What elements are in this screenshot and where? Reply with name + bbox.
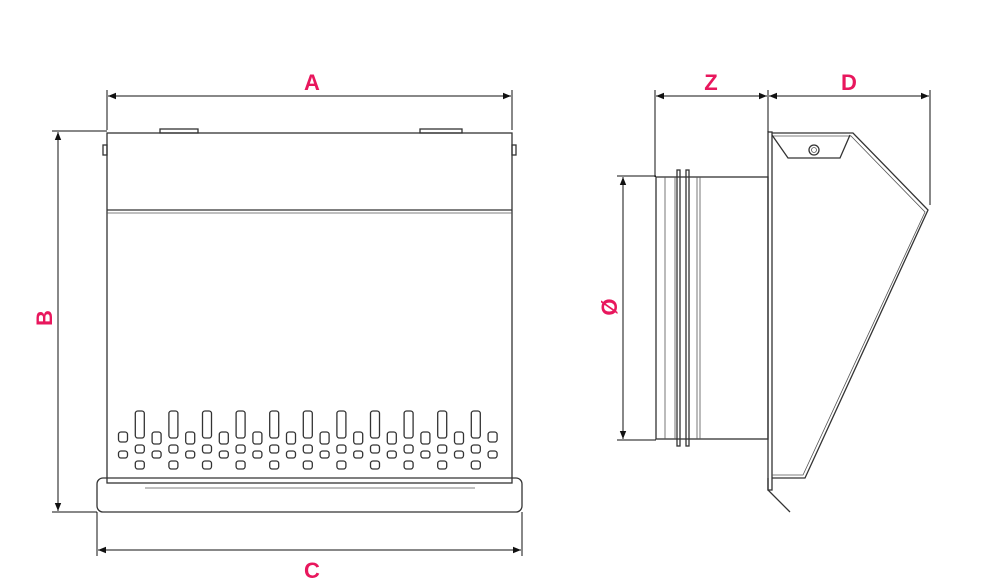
vent-slot bbox=[487, 450, 498, 459]
vent-slot bbox=[235, 444, 246, 454]
vent-slot bbox=[386, 450, 397, 459]
vent-slot bbox=[470, 444, 481, 454]
vent-slot bbox=[470, 410, 481, 439]
vent-slot bbox=[453, 450, 465, 459]
vent-slot bbox=[403, 460, 414, 470]
vent-slot bbox=[252, 431, 263, 445]
side-clip-left bbox=[102, 144, 108, 156]
vent-slot bbox=[235, 460, 246, 470]
top-tab-right bbox=[419, 128, 463, 134]
vent-slot bbox=[319, 431, 330, 445]
bottom-flap bbox=[767, 478, 791, 513]
top-tab-left bbox=[159, 128, 199, 134]
vent-slot bbox=[218, 450, 229, 459]
vent-slot bbox=[336, 410, 347, 439]
front-view bbox=[96, 128, 523, 513]
vent-slot bbox=[403, 410, 414, 439]
vent-slot bbox=[437, 444, 448, 454]
label-c: C bbox=[304, 558, 320, 583]
screw-icon bbox=[808, 144, 820, 156]
vent-slot bbox=[302, 410, 313, 439]
vent-slot bbox=[134, 410, 145, 439]
vent-slot bbox=[437, 460, 448, 470]
vent-slot bbox=[470, 460, 481, 470]
vent-slot bbox=[437, 410, 448, 439]
wall-plate bbox=[767, 131, 773, 491]
seal-ring-2 bbox=[685, 169, 690, 447]
vent-slot bbox=[252, 450, 263, 459]
vent-slot bbox=[201, 460, 213, 470]
vent-slot bbox=[185, 431, 196, 445]
vent-slot bbox=[117, 431, 129, 443]
vent-slot bbox=[453, 431, 465, 445]
vent-slot bbox=[403, 444, 414, 454]
vent-slot bbox=[336, 460, 347, 470]
vent-slots bbox=[117, 410, 498, 470]
vent-slot bbox=[168, 460, 179, 470]
vent-slot bbox=[134, 444, 145, 454]
vent-slot bbox=[369, 410, 381, 439]
vent-slot bbox=[285, 450, 297, 459]
vent-slot bbox=[420, 431, 431, 445]
vent-slot bbox=[319, 450, 330, 459]
screw-head bbox=[811, 147, 817, 153]
vent-slot bbox=[168, 444, 179, 454]
side-clip-right bbox=[511, 144, 517, 156]
dimensions: A C Z D B Ø bbox=[32, 70, 931, 583]
seal-ring-1 bbox=[676, 169, 681, 447]
label-diameter: Ø bbox=[597, 298, 622, 315]
label-z: Z bbox=[704, 70, 717, 95]
vent-slot bbox=[302, 444, 313, 454]
vent-slot bbox=[269, 410, 280, 439]
vent-slot bbox=[420, 450, 431, 459]
vent-slot bbox=[151, 431, 162, 445]
vent-slot bbox=[353, 450, 364, 459]
vent-slot bbox=[353, 431, 364, 445]
label-a: A bbox=[304, 70, 320, 95]
vent-slot bbox=[201, 410, 213, 439]
vent-slot bbox=[369, 460, 381, 470]
hood-inner bbox=[772, 135, 926, 476]
vent-slot bbox=[285, 431, 297, 445]
base-plate bbox=[96, 477, 523, 513]
vent-slot bbox=[269, 444, 280, 454]
vent-slot bbox=[487, 431, 498, 443]
side-view bbox=[655, 131, 929, 513]
vent-slot bbox=[134, 460, 145, 470]
hood-bracket bbox=[771, 134, 851, 159]
vent-slot bbox=[336, 444, 347, 454]
vent-slot bbox=[269, 460, 280, 470]
vent-slot bbox=[386, 431, 397, 445]
vent-slot bbox=[201, 444, 213, 454]
vent-slot bbox=[168, 410, 179, 439]
front-housing bbox=[106, 132, 513, 484]
vent-slot bbox=[235, 410, 246, 439]
vent-slot bbox=[218, 431, 229, 445]
duct-spigot bbox=[655, 176, 769, 440]
label-b: B bbox=[32, 310, 57, 326]
hood bbox=[772, 132, 929, 479]
vent-slot bbox=[369, 444, 381, 454]
vent-slot bbox=[302, 460, 313, 470]
label-d: D bbox=[841, 70, 857, 95]
vent-slot bbox=[117, 450, 129, 459]
vent-slot bbox=[151, 450, 162, 459]
vent-slot bbox=[185, 450, 196, 459]
